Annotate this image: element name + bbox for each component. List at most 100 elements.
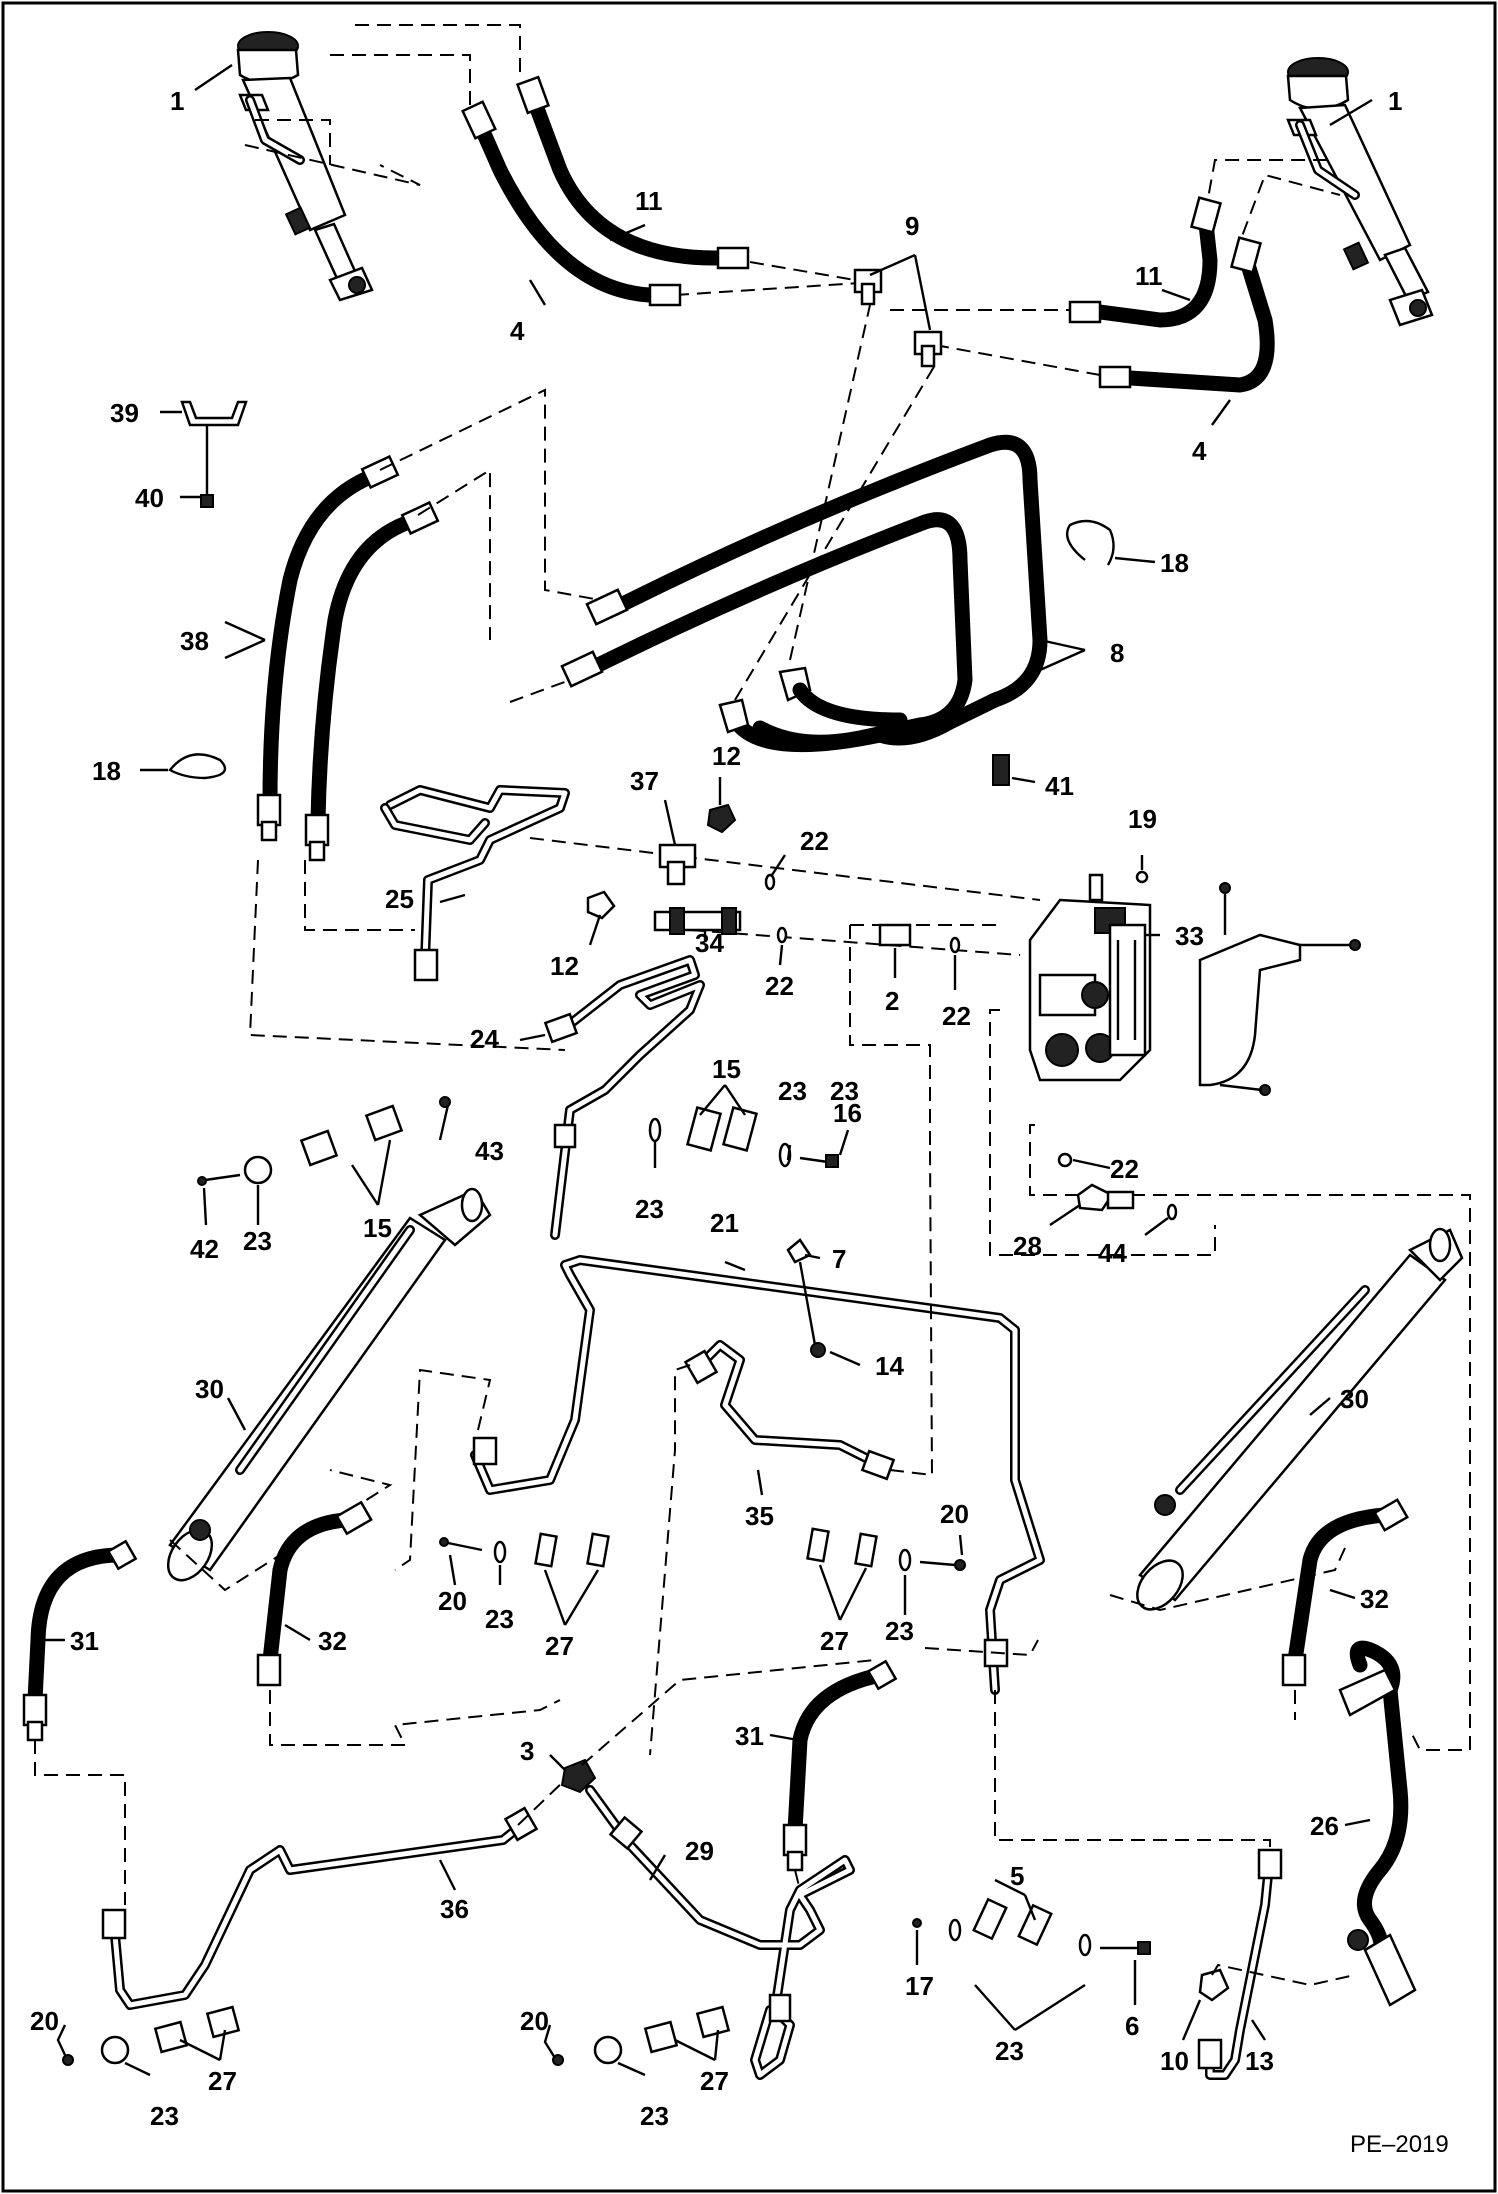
fitting-28: [1076, 1183, 1135, 1212]
callout-10: 10: [1160, 2046, 1189, 2076]
callout-25: 25: [385, 884, 414, 914]
control-valve-33: [1028, 873, 1152, 1082]
tee-fitting-9a: [853, 268, 883, 306]
leader-dashed: [330, 54, 471, 120]
bracket-39: [180, 400, 248, 508]
callout-22-b: 22: [765, 971, 794, 1001]
callout-3: 3: [520, 1736, 534, 1766]
right-lift-cylinder: [1286, 57, 1434, 327]
callout-27-mid-left: 27: [545, 1631, 574, 1661]
callout-20-mid-right: 20: [940, 1499, 969, 1529]
callout-23-left: 23: [243, 1226, 272, 1256]
callout-43: 43: [475, 1136, 504, 1166]
callout-18-left: 18: [92, 756, 121, 786]
callout-23-sup: 23: [830, 1076, 859, 1106]
hose-38-a: [256, 454, 400, 842]
callout-34: 34: [695, 928, 724, 958]
callout-1-right: 1: [1388, 86, 1402, 116]
callout-33: 33: [1175, 921, 1204, 951]
callout-31-left: 31: [70, 1626, 99, 1656]
callout-30-left: 30: [195, 1374, 224, 1404]
callout-14: 14: [875, 1351, 904, 1381]
callout-32-left: 32: [318, 1626, 347, 1656]
hose-4-right: [1098, 236, 1275, 393]
callout-16: 16: [833, 1098, 862, 1128]
left-tilt-cylinder: [166, 1187, 492, 1582]
callout-29: 29: [685, 1836, 714, 1866]
leader-dashed: [269, 1690, 561, 1746]
callout-24: 24: [470, 1024, 499, 1054]
callout-35: 35: [745, 1501, 774, 1531]
leader-line: [798, 1261, 817, 1346]
hose-11-right: [1068, 196, 1223, 328]
left-lift-cylinder: [236, 31, 374, 302]
fitting-19: [1135, 870, 1149, 884]
leader-dashed: [1204, 159, 1330, 216]
hose-32-left: [256, 1500, 373, 1687]
hose-4-left: [461, 100, 682, 307]
tee-fitting-9b: [913, 330, 943, 368]
nut-12-upper: [706, 803, 737, 834]
callout-22-d: 22: [1110, 1154, 1139, 1184]
callout-39: 39: [110, 398, 139, 428]
clamp-set-27-mid-left: [439, 1532, 610, 1568]
clamp-set-27-bottom-mid: [552, 2005, 731, 2066]
leader-dashed: [394, 1368, 492, 1571]
callout-32-right: 32: [1360, 1584, 1389, 1614]
clamp-set-15-upper: [648, 1106, 839, 1168]
callout-9: 9: [905, 211, 919, 241]
callout-41: 41: [1045, 771, 1074, 801]
tube-13: [1197, 1848, 1283, 2080]
leader-dashed: [417, 468, 491, 640]
callout-2: 2: [885, 986, 899, 1016]
tube-35: [683, 1340, 896, 1481]
callout-42: 42: [190, 1234, 219, 1264]
callout-11-left: 11: [635, 186, 663, 216]
callout-4-left: 4: [510, 316, 525, 346]
leader-dashed: [248, 859, 566, 1051]
o-ring-22-a: [764, 873, 776, 891]
callout-28: 28: [1013, 1231, 1042, 1261]
nut-12-lower: [586, 890, 616, 920]
hose-26: [1338, 1640, 1417, 2007]
leader-dashed: [749, 261, 856, 281]
leader-dashed: [994, 1690, 1271, 1855]
tube-25: [380, 785, 570, 982]
leader-dashed: [924, 1639, 1039, 1657]
hose-11-left: [515, 75, 750, 270]
leader-dashed: [934, 344, 1101, 376]
callout-27-mid-right: 27: [820, 1626, 849, 1656]
clamp-set-15-left: [197, 1096, 451, 1186]
leader-dashed: [304, 860, 415, 931]
leader-dashed: [794, 1869, 801, 1891]
callout-38: 38: [180, 626, 209, 656]
tube-29: [585, 1785, 855, 2080]
callout-23-bottom-left: 23: [150, 2101, 179, 2131]
leader-dashed: [1234, 173, 1341, 256]
callout-23-upper-a: 23: [778, 1076, 807, 1106]
o-ring-22-d: [1057, 1152, 1073, 1168]
hose-8-upper: [585, 434, 1048, 746]
leader-dashed: [689, 929, 1021, 956]
callout-8: 8: [1110, 638, 1124, 668]
callout-21: 21: [710, 1208, 739, 1238]
leader-line: [517, 1779, 566, 1826]
callout-leaders: [45, 64, 1373, 2077]
callout-4-right: 4: [1192, 436, 1207, 466]
fitting-10: [1198, 1968, 1230, 2002]
hose-32-right: [1281, 1498, 1409, 1687]
callout-20-bottom-mid: 20: [520, 2006, 549, 2036]
callout-20-bottom-left: 20: [30, 2006, 59, 2036]
leader-dashed: [989, 1009, 1216, 1256]
o-ring-44: [1166, 1203, 1178, 1221]
clamp-18-left: [168, 753, 227, 780]
right-tilt-cylinder: [1136, 1227, 1464, 1611]
leader-dashed: [255, 119, 331, 165]
callout-7: 7: [832, 1244, 846, 1274]
callout-23-bottom-mid: 23: [640, 2101, 669, 2131]
callout-12-upper: 12: [712, 741, 741, 771]
leader-dashed: [674, 282, 861, 296]
leader-dashed: [649, 1364, 691, 1756]
